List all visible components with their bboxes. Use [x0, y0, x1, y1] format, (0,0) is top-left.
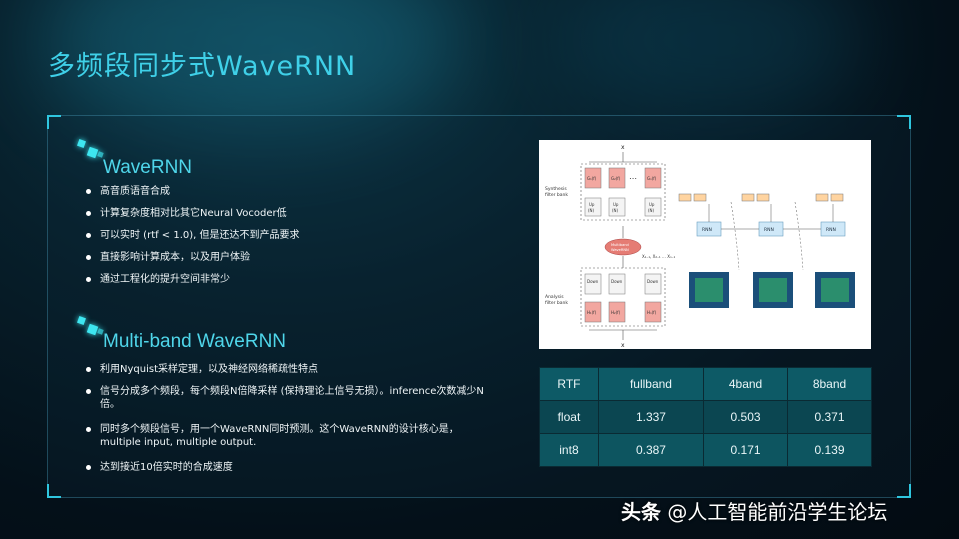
diagram-up: Up: [589, 202, 595, 207]
multiband-bullet-list: 利用Nyquist采样定理，以及神经网络稀疏性特点 信号分成多个频段，每个频段N…: [84, 363, 484, 483]
diagram-h2: H₂(f): [611, 310, 621, 315]
diagram-down: Down: [611, 279, 623, 284]
table-cell: float: [539, 400, 599, 434]
list-item: 可以实时 (rtf < 1.0), 但是还达不到产品要求: [84, 229, 484, 242]
panel-corner: [897, 484, 911, 498]
list-item: 高音质语音合成: [84, 185, 484, 198]
diagram-g1: G₁(f): [587, 176, 597, 181]
diagram-rnn: RNN: [702, 227, 712, 233]
diagram-rnn: RNN: [826, 227, 836, 233]
list-item: 同时多个频段信号，用一个WaveRNN同时预测。这个WaveRNN的设计核心是，…: [84, 423, 484, 449]
panel-corner: [897, 115, 911, 129]
diagram-gn: Gₙ(f): [647, 176, 657, 181]
diagram-dots: ⋯: [629, 174, 637, 183]
table-header-cell: 8band: [787, 367, 872, 401]
table-cell: 1.337: [597, 400, 705, 434]
table-header-row: RTF fullband 4band 8band: [539, 367, 872, 401]
section-cube-icon: [76, 138, 106, 162]
list-item: 直接影响计算成本，以及用户体验: [84, 251, 484, 264]
panel-corner: [47, 484, 61, 498]
background-glow-right: [560, 0, 860, 120]
list-item: 达到接近10倍实时的合成速度: [84, 461, 484, 474]
diagram-g2: G₂(f): [611, 176, 621, 181]
diagram-x-top: x: [621, 144, 625, 151]
table-cell: 0.139: [787, 433, 872, 467]
table-cell: 0.171: [703, 433, 789, 467]
diagram-up: Up: [613, 202, 619, 207]
diagram-n: (N): [612, 208, 619, 213]
slide-title: 多频段同步式WaveRNN: [48, 51, 357, 82]
diagram-hn: Hₙ(f): [647, 310, 657, 315]
table-header-cell: 4band: [703, 367, 789, 401]
table-cell: int8: [539, 433, 599, 467]
watermark-brand: 头条: [621, 500, 661, 524]
list-item: 计算复杂度相对比其它Neural Vocoder低: [84, 207, 484, 220]
diagram-center-label: Multiband: [611, 243, 629, 247]
section-title-multiband: Multi-band WaveRNN: [103, 331, 287, 352]
table-row: int8 0.387 0.171 0.139: [539, 433, 872, 467]
diagram-x-bottom: x: [621, 342, 625, 349]
diagram-h1: H₁(f): [587, 310, 597, 315]
diagram-center-label-2: WaveRNN: [611, 248, 629, 252]
section-title-wavernn: WaveRNN: [103, 157, 193, 178]
diagram-up: Up: [649, 202, 655, 207]
diagram-down: Down: [587, 279, 599, 284]
watermark-account: @人工智能前沿学生论坛: [667, 500, 888, 524]
section-cube-icon: [76, 315, 106, 339]
diagram-inputs: X₁₋₁, X₂₋₁ … Xₙ₋₁: [642, 254, 676, 259]
table-header-cell: RTF: [539, 367, 599, 401]
panel-corner: [47, 115, 61, 129]
table-cell: 0.503: [703, 400, 789, 434]
diagram-rnn: RNN: [764, 227, 774, 233]
diagram-analysis-label-2: filter bank: [545, 300, 568, 306]
diagram-n: (N): [588, 208, 595, 213]
list-item: 信号分成多个频段，每个频段N倍降采样 (保持理论上信号无损）。inference…: [84, 385, 484, 411]
diagram-synthesis-label: Synthesis: [545, 186, 567, 192]
diagram-analysis-label: Analysis: [545, 294, 564, 300]
list-item: 利用Nyquist采样定理，以及神经网络稀疏性特点: [84, 363, 484, 376]
table-row: float 1.337 0.503 0.371: [539, 400, 872, 434]
watermark: 头条 @人工智能前沿学生论坛: [621, 496, 887, 525]
list-item: 通过工程化的提升空间非常少: [84, 273, 484, 286]
table-header-cell: fullband: [597, 367, 705, 401]
table-cell: 0.387: [597, 433, 705, 467]
multiband-wavernn-diagram: x x Synthesis filter bank Analysis filte…: [539, 140, 871, 349]
diagram-synthesis-label-2: filter bank: [545, 192, 568, 198]
rtf-table: RTF fullband 4band 8band float 1.337 0.5…: [539, 367, 872, 467]
table-cell: 0.371: [787, 400, 872, 434]
wavernn-bullet-list: 高音质语音合成 计算复杂度相对比其它Neural Vocoder低 可以实时 (…: [84, 185, 484, 295]
diagram-n: (N): [648, 208, 655, 213]
diagram-down: Down: [647, 279, 659, 284]
